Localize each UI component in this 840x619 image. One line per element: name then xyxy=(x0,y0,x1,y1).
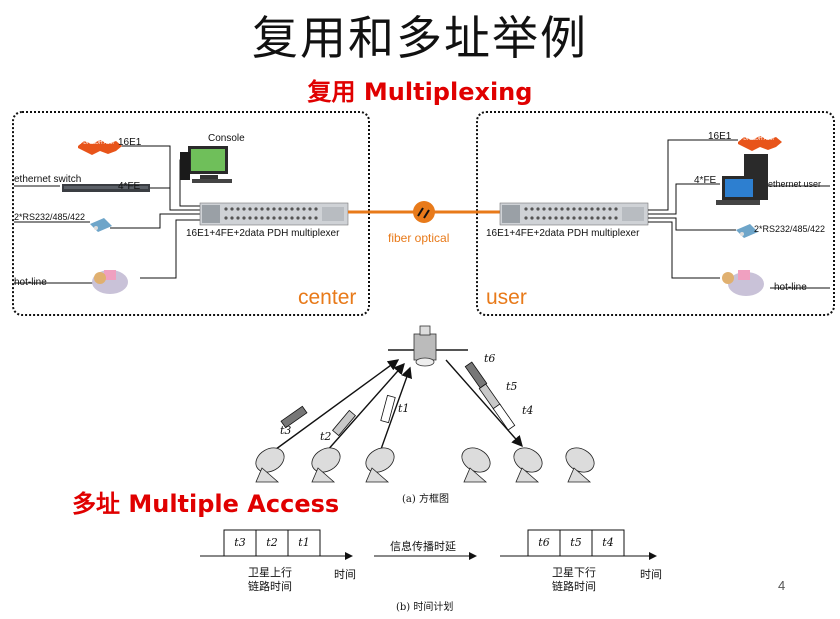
figure-b-caption: (b) 时间计划 xyxy=(396,602,454,613)
downlink-caption-line1: 卫星下行 xyxy=(552,566,596,579)
ground-dish-icons xyxy=(255,447,595,483)
uplink-time-label: t2 xyxy=(320,430,332,443)
ethernet-user-label: ethernet user xyxy=(768,179,822,189)
downlink-slot-label: t6 xyxy=(538,536,550,549)
serial-device-right-icon xyxy=(736,224,758,238)
downlink-slot-label: t4 xyxy=(602,536,614,549)
downlink-time-label: t5 xyxy=(506,380,518,393)
uplink-time-label: t3 xyxy=(280,424,292,437)
dish-3-icon xyxy=(365,447,395,483)
uplink-slot-label: t3 xyxy=(234,536,246,549)
downlink-slot-label: t5 xyxy=(570,536,582,549)
center-fe-label: 4*FE xyxy=(118,181,141,192)
uplink-caption-line2: 链路时间 xyxy=(248,580,292,593)
time-axis-label-right: 时间 xyxy=(640,568,662,581)
user-zone-label: user xyxy=(486,286,527,309)
downlink-timeline xyxy=(500,529,657,560)
center-mux-label: 16E1+4FE+2data PDH multiplexer xyxy=(186,228,340,239)
hotline-phone-left-icon xyxy=(92,270,128,294)
multiple-access-heading: 多址 Multiple Access xyxy=(72,490,340,518)
center-zone-label: center xyxy=(298,286,357,309)
hotline-phone-right-icon xyxy=(722,270,764,296)
center-hotline-label: hot-line xyxy=(14,277,47,288)
user-mux-label: 16E1+4FE+2data PDH multiplexer xyxy=(486,228,640,239)
user-e1-label: 16E1 xyxy=(708,131,732,142)
uplink-arrows xyxy=(271,359,412,453)
fiber-optical-label: fiber optical xyxy=(388,231,450,245)
slide-title: 复用和多址举例 xyxy=(252,11,588,65)
dish-5-icon xyxy=(513,447,543,483)
uplink-time-label: t1 xyxy=(398,402,410,415)
uplink-packets xyxy=(280,394,396,437)
user-fe-label: 4*FE xyxy=(694,175,717,186)
user-serial-label: 2*RS232/485/422 xyxy=(754,224,826,234)
uplink-slot-label: t1 xyxy=(298,536,310,549)
downlink-packets xyxy=(464,361,516,431)
dish-6-icon xyxy=(565,447,595,483)
uplink-slot-label: t2 xyxy=(266,536,278,549)
serial-device-left-icon xyxy=(90,218,112,232)
downlink-time-label: t4 xyxy=(522,404,534,417)
ethernet-switch-left-icon xyxy=(62,184,150,192)
time-axis-label-left: 时间 xyxy=(334,568,356,581)
center-e1-label: 16E1 xyxy=(118,137,142,148)
dish-1-icon xyxy=(255,447,285,483)
downlink-arrows xyxy=(445,359,523,448)
figure-a-caption: (a) 方框图 xyxy=(402,494,449,505)
pdh-badge-left-icon xyxy=(78,140,122,155)
user-hotline-label: hot-line xyxy=(774,282,807,293)
satellite-icon xyxy=(388,325,468,367)
dish-2-icon xyxy=(311,447,341,483)
center-multiplexer-icon xyxy=(199,202,349,226)
dish-4-icon xyxy=(461,447,491,483)
user-multiplexer-icon xyxy=(499,202,649,226)
pdh-badge-right-text: PDH/SDH ATM xyxy=(740,136,774,142)
ethernet-switch-label: ethernet switch xyxy=(14,174,82,185)
propagation-delay-label: 信息传播时延 xyxy=(390,540,456,553)
user-wiring xyxy=(648,139,830,289)
ethernet-user-pc-icon xyxy=(716,154,768,205)
multiplexing-heading: 复用 Multiplexing xyxy=(307,78,533,106)
downlink-caption-line2: 链路时间 xyxy=(552,580,596,593)
uplink-caption-line1: 卫星上行 xyxy=(248,566,292,579)
center-serial-label: 2*RS232/485/422 xyxy=(14,212,86,222)
page-number: 4 xyxy=(778,578,786,593)
uplink-timeline xyxy=(200,529,353,560)
console-pc-icon xyxy=(180,146,232,183)
pdh-badge-right-icon xyxy=(738,136,782,151)
fiber-link xyxy=(348,201,500,223)
downlink-time-label: t6 xyxy=(484,352,496,365)
console-label: Console xyxy=(208,133,245,144)
pdh-badge-left-text: PDH/SDH ATM xyxy=(80,140,114,146)
